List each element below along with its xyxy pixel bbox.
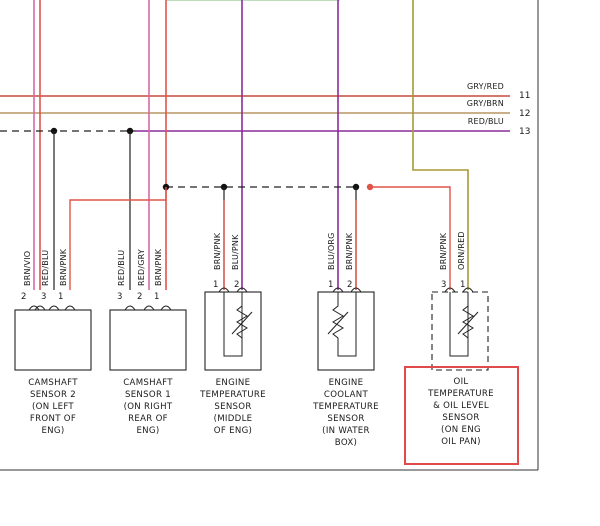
- wire-13-label: RED/BLU: [468, 117, 504, 126]
- caption-line: ENG): [136, 426, 159, 436]
- coolant-pin2-wire-label: BRN/PNK: [345, 232, 354, 270]
- cam2-pin1-wire-label: BRN/PNK: [59, 248, 68, 286]
- oil-temp-sensor-caption: OIL TEMPERATURE & OIL LEVEL SENSOR (ON E…: [427, 377, 494, 447]
- caption-line: ENGINE: [216, 378, 251, 388]
- cam2-pin3-number: 3: [41, 292, 46, 302]
- cam2-pin3-wire-label: RED/BLU: [41, 250, 50, 286]
- caption-line: CAMSHAFT: [28, 378, 78, 388]
- coolant-pin1-number: 1: [328, 280, 333, 290]
- engtemp-pin1-wire-label: BRN/PNK: [213, 232, 222, 270]
- camshaft-sensor-1-caption: CAMSHAFT SENSOR 1 (ON RIGHT REAR OF ENG): [123, 378, 173, 436]
- caption-line: OIL PAN): [441, 437, 481, 447]
- cam1-pin3-number: 3: [117, 292, 122, 302]
- coolant-pin2-number: 2: [347, 280, 352, 290]
- caption-line: SENSOR: [214, 402, 251, 412]
- caption-line: BOX): [335, 438, 357, 448]
- cam2-pin2-wire-label: BRN/VIO: [23, 251, 32, 286]
- wire-12-label: GRY/BRN: [467, 99, 504, 108]
- caption-line: SENSOR: [442, 413, 479, 423]
- oiltemp-pin3-wire-label: BRN/PNK: [439, 232, 448, 270]
- thermistor-arrow: [327, 311, 349, 335]
- caption-line: (MIDDLE: [214, 414, 253, 424]
- oil-temp-loop: [449, 292, 469, 357]
- cam1-pin1-number: 1: [154, 292, 159, 302]
- cam1-pin1-wire-label: BRN/PNK: [154, 248, 163, 286]
- wire-12-number: 12: [519, 109, 530, 119]
- oiltemp-pin1-number: 1: [460, 280, 465, 290]
- caption-line: (ON RIGHT: [124, 402, 173, 412]
- thermistor-icon: [332, 292, 357, 357]
- thermistor-arrow: [457, 311, 479, 335]
- cam1-pin2-wire-label: RED/GRY: [137, 249, 146, 286]
- caption-line: FRONT OF: [30, 414, 76, 424]
- caption-line: OF ENG): [214, 426, 252, 436]
- caption-line: SENSOR: [327, 414, 364, 424]
- coolant-temp-sensor-caption: ENGINE COOLANT TEMPERATURE SENSOR (IN WA…: [312, 378, 379, 448]
- coolant-temp-sensor-box: [317, 291, 375, 371]
- cam2-pin2-number: 2: [21, 292, 26, 302]
- caption-line: SENSOR 2: [30, 390, 76, 400]
- oiltemp-pin3-number: 3: [441, 280, 446, 290]
- thermistor-icon: [462, 305, 474, 339]
- caption-line: (ON ENG: [441, 425, 481, 435]
- oiltemp-pin1-wire-label: ORN/RED: [457, 231, 466, 270]
- caption-line: COOLANT: [324, 390, 369, 400]
- caption-line: ENGINE: [329, 378, 364, 388]
- caption-line: (ON LEFT: [32, 402, 74, 412]
- thermistor-icon: [236, 305, 248, 339]
- caption-line: TEMPERATURE: [312, 402, 379, 412]
- caption-line: SENSOR 1: [125, 390, 171, 400]
- engtemp-pin2-number: 2: [234, 280, 239, 290]
- caption-line: CAMSHAFT: [123, 378, 173, 388]
- camshaft-sensor-2-box: [14, 309, 92, 371]
- oil-temp-sensor-box: [431, 291, 489, 371]
- camshaft-sensor-2-caption: CAMSHAFT SENSOR 2 (ON LEFT FRONT OF ENG): [28, 378, 78, 436]
- wire-oiltemp-pin1: [412, 0, 469, 290]
- caption-line: OIL: [454, 377, 469, 387]
- engtemp-pin1-number: 1: [213, 280, 218, 290]
- caption-line: TEMPERATURE: [427, 389, 494, 399]
- wire-oiltemp-pin3: [370, 186, 451, 290]
- oil-sensor-highlight-box: [404, 366, 519, 465]
- engine-temp-sensor-box: [204, 291, 262, 371]
- wire-13-number: 13: [519, 127, 530, 137]
- engine-temp-sensor-caption: ENGINE TEMPERATURE SENSOR (MIDDLE OF ENG…: [199, 378, 266, 436]
- cam2-pin1-number: 1: [58, 292, 63, 302]
- wire-cam2-pin1: [69, 187, 167, 290]
- caption-line: TEMPERATURE: [199, 390, 266, 400]
- coolant-pin1-wire-label: BLU/ORG: [327, 232, 336, 270]
- thermistor-arrow: [231, 311, 253, 335]
- caption-line: REAR OF: [128, 414, 168, 424]
- wire-11-number: 11: [519, 91, 530, 101]
- cam1-pin2-number: 2: [137, 292, 142, 302]
- camshaft-sensor-1-box: [109, 309, 187, 371]
- caption-line: (IN WATER: [322, 426, 370, 436]
- engine-temp-loop: [223, 292, 243, 357]
- cam1-pin3-wire-label: RED/BLU: [117, 250, 126, 286]
- wire-11-label: GRY/RED: [467, 82, 504, 91]
- engtemp-pin2-wire-label: BLU/PNK: [231, 234, 240, 270]
- caption-line: ENG): [41, 426, 64, 436]
- caption-line: & OIL LEVEL: [433, 401, 489, 411]
- connector-arcs: [28, 287, 474, 311]
